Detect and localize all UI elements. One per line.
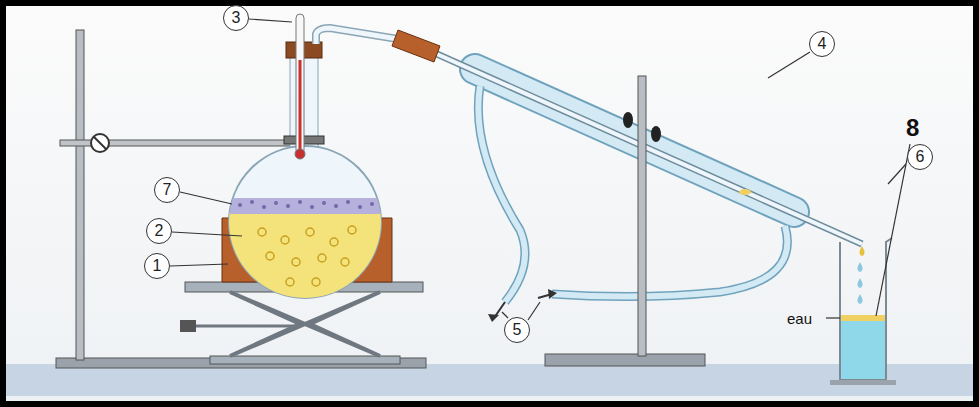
callout-number: 2 xyxy=(155,223,164,239)
callout-circle: 2 xyxy=(146,218,172,244)
callout-number: 1 xyxy=(153,258,162,274)
callout-circle: 6 xyxy=(907,144,933,170)
callout-number: 3 xyxy=(232,10,241,26)
callout-number: 8 xyxy=(906,116,919,140)
callout-number: 5 xyxy=(513,322,522,338)
callout-circle: 5 xyxy=(504,317,530,343)
callout-circle: 7 xyxy=(154,177,180,203)
callout-circle: 1 xyxy=(144,253,170,279)
callout-number: 4 xyxy=(818,36,827,52)
callout-number: 6 xyxy=(916,149,925,165)
callout-number: 7 xyxy=(163,182,172,198)
callout-circle: 3 xyxy=(223,5,249,31)
liquid-label: eau xyxy=(787,311,812,326)
callout-circle: 4 xyxy=(809,31,835,57)
